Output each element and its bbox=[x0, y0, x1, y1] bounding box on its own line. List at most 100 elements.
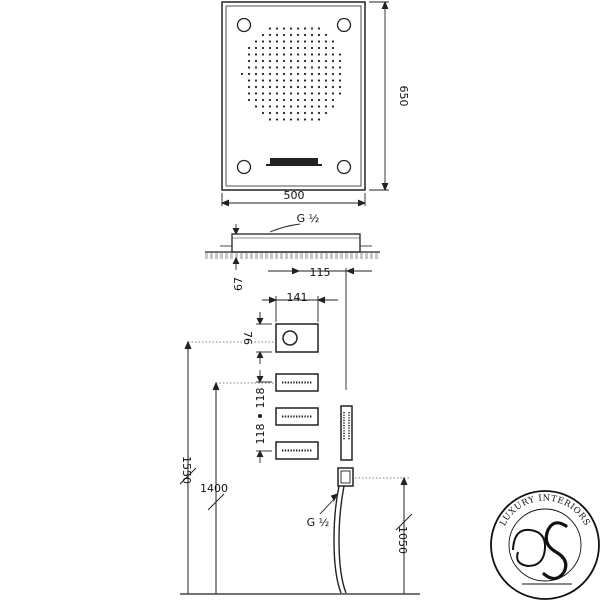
rain-nozzle-dot bbox=[303, 40, 307, 43]
rain-nozzle-dot bbox=[331, 85, 335, 89]
reference-lines bbox=[188, 341, 410, 479]
rain-nozzle-dot bbox=[324, 59, 328, 63]
rain-nozzle-dot bbox=[268, 105, 272, 108]
rain-nozzle-dot bbox=[261, 59, 265, 63]
rain-nozzle-dot bbox=[282, 92, 286, 95]
rain-nozzle-dot bbox=[275, 66, 279, 69]
rain-nozzle-dot bbox=[275, 98, 279, 102]
rain-nozzle-dot bbox=[310, 72, 314, 76]
body-jet-2 bbox=[275, 407, 319, 426]
rain-nozzle-dot bbox=[282, 33, 286, 37]
rain-nozzle-dot bbox=[268, 66, 272, 69]
dim-118 bbox=[256, 370, 272, 463]
rain-nozzle-dot bbox=[247, 92, 251, 95]
rain-nozzle-dot bbox=[254, 72, 258, 76]
rain-nozzle-dot bbox=[282, 79, 286, 82]
rain-nozzle-dot bbox=[289, 66, 293, 69]
label-1400: 1400 bbox=[200, 482, 228, 495]
body-jet-1 bbox=[275, 373, 319, 392]
corner-nozzle-br bbox=[336, 159, 352, 175]
rain-nozzle-dot bbox=[303, 66, 307, 69]
dim-67 bbox=[232, 224, 240, 270]
label-67: 67 bbox=[232, 277, 245, 291]
rain-nozzle-dot bbox=[331, 40, 335, 43]
rain-nozzle-dot bbox=[303, 79, 307, 82]
rain-nozzle-dot bbox=[268, 111, 272, 115]
rain-nozzle-dot bbox=[296, 33, 300, 37]
rain-nozzle-dot bbox=[289, 105, 293, 108]
rain-nozzle-dot bbox=[275, 85, 279, 89]
rain-nozzle-dot bbox=[310, 79, 314, 82]
label-thread-top: G ½ bbox=[297, 212, 320, 225]
label-76: 76 bbox=[241, 331, 254, 345]
rain-nozzle-dot bbox=[268, 72, 272, 76]
rain-nozzle-dot bbox=[317, 105, 321, 108]
rain-nozzle-dot bbox=[275, 111, 279, 115]
rain-nozzle-dot bbox=[268, 59, 272, 63]
rain-nozzle-dot bbox=[310, 27, 314, 30]
rain-nozzle-dot bbox=[254, 53, 258, 56]
rain-nozzle-dot bbox=[282, 111, 286, 115]
rain-nozzle-dot bbox=[261, 46, 265, 50]
rain-nozzle-dot bbox=[303, 105, 307, 108]
rain-nozzle-dot bbox=[247, 85, 251, 89]
rain-nozzle-dot bbox=[303, 59, 307, 63]
corner-nozzle-tl bbox=[236, 17, 252, 33]
rain-nozzle-dot bbox=[282, 85, 286, 89]
rain-nozzle-dot bbox=[338, 53, 342, 56]
rain-nozzle-dot bbox=[282, 59, 286, 63]
rain-nozzle-dot bbox=[324, 33, 328, 37]
rain-nozzle-dot bbox=[289, 59, 293, 63]
rain-nozzle-dot bbox=[296, 72, 300, 76]
rain-nozzle-dot bbox=[317, 85, 321, 89]
rain-nozzle-dot bbox=[254, 105, 258, 108]
corner-nozzle-tr bbox=[336, 17, 352, 33]
rain-nozzle-dot bbox=[303, 27, 307, 30]
rain-nozzle-dot bbox=[324, 72, 328, 76]
rain-nozzle-dot bbox=[289, 79, 293, 82]
rain-nozzle-dot bbox=[240, 72, 244, 76]
rain-nozzle-dot bbox=[289, 53, 293, 56]
rain-nozzle-dot bbox=[254, 46, 258, 50]
rain-nozzle-dot bbox=[310, 118, 314, 121]
rain-nozzle-dot bbox=[275, 79, 279, 82]
rain-nozzle-dot bbox=[268, 118, 272, 121]
dim-1400 bbox=[207, 381, 225, 594]
rain-nozzle-dot bbox=[331, 92, 335, 95]
rain-nozzle-dot bbox=[296, 85, 300, 89]
shower-panel-side bbox=[205, 223, 380, 259]
rain-nozzle-dot bbox=[317, 118, 321, 121]
waterfall-slot bbox=[270, 158, 318, 164]
rain-nozzle-dot bbox=[331, 79, 335, 82]
rain-nozzle-dot bbox=[268, 46, 272, 50]
rain-nozzle-dot bbox=[261, 85, 265, 89]
rain-nozzle-dot bbox=[247, 59, 251, 63]
rain-nozzle-dot bbox=[282, 105, 286, 108]
rain-nozzle-dot bbox=[275, 118, 279, 121]
rain-nozzle-dot bbox=[289, 118, 293, 121]
rain-nozzle-dot bbox=[303, 111, 307, 115]
label-thread-hand: G ½ bbox=[307, 516, 330, 529]
rain-nozzle-dot bbox=[310, 46, 314, 50]
rain-nozzle-dot bbox=[254, 66, 258, 69]
rain-nozzle-dot bbox=[303, 53, 307, 56]
rain-nozzle-dot bbox=[324, 66, 328, 69]
rain-nozzle-dot bbox=[317, 92, 321, 95]
rain-nozzle-dot bbox=[331, 72, 335, 76]
rain-nozzle-dot bbox=[296, 46, 300, 50]
rain-nozzle-dot bbox=[296, 53, 300, 56]
rain-nozzle-dot bbox=[296, 40, 300, 43]
rain-nozzle-dot bbox=[324, 92, 328, 95]
rain-nozzle-dot bbox=[310, 85, 314, 89]
rain-nozzle-dot bbox=[254, 59, 258, 63]
rain-nozzle-dot bbox=[261, 66, 265, 69]
rain-nozzle-dot bbox=[296, 59, 300, 63]
label-650: 650 bbox=[397, 86, 410, 107]
rain-nozzle-dot bbox=[324, 111, 328, 115]
rain-nozzle-dot bbox=[296, 27, 300, 30]
rain-nozzle-dot bbox=[261, 40, 265, 43]
rain-nozzle-dot bbox=[247, 66, 251, 69]
rain-nozzle-dot bbox=[324, 53, 328, 56]
rain-nozzle-dot bbox=[317, 46, 321, 50]
rain-nozzle-dot bbox=[261, 105, 265, 108]
